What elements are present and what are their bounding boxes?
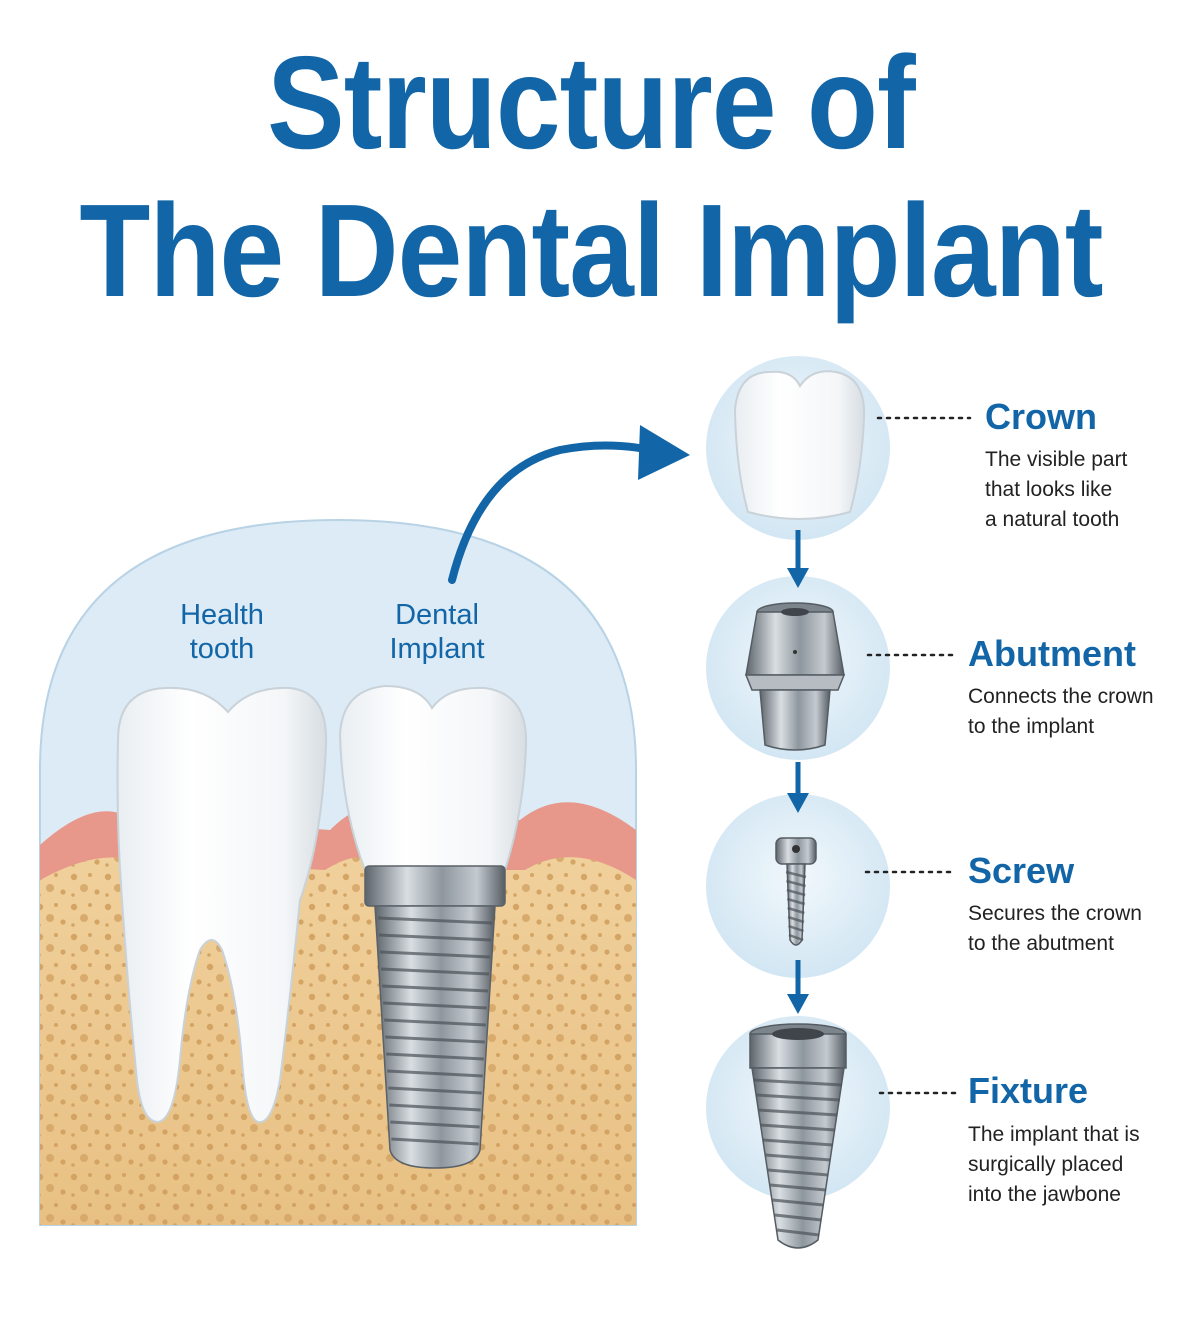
part-desc-line: surgically placed xyxy=(968,1153,1124,1176)
thread-line xyxy=(390,1120,480,1129)
thread-line xyxy=(378,933,492,942)
part-desc-crown: The visible part that looks like a natur… xyxy=(985,445,1182,535)
part-title-abutment: Abutment xyxy=(968,633,1136,674)
screw-icon xyxy=(775,837,817,946)
thread-line xyxy=(787,906,805,915)
thread-line xyxy=(770,1183,826,1192)
thread-line xyxy=(787,915,805,924)
part-desc-line: to the abutment xyxy=(968,932,1114,955)
thread-line xyxy=(776,1228,820,1237)
dental-implant-label-line-2: Implant xyxy=(389,633,485,665)
part-desc-line: The visible part xyxy=(985,448,1128,471)
thread-line xyxy=(382,984,488,993)
thread-line xyxy=(788,933,804,942)
page-title-line-1: Structure of xyxy=(267,29,916,176)
thread-line xyxy=(788,924,804,933)
thread-line xyxy=(786,879,806,888)
part-desc-line: Connects the crown xyxy=(968,685,1154,708)
thread-line xyxy=(385,1035,485,1044)
healthy-tooth-label: Health tooth xyxy=(122,598,322,666)
thread-line xyxy=(786,897,806,906)
thread-line xyxy=(387,1069,483,1078)
crown-icon xyxy=(733,370,866,520)
thread-line xyxy=(763,1138,833,1147)
healthy-tooth-label-line-2: tooth xyxy=(189,633,255,665)
thread-line xyxy=(786,888,806,897)
part-desc-line: into the jawbone xyxy=(968,1183,1121,1206)
thread-line xyxy=(774,1213,822,1222)
healthy-tooth xyxy=(116,686,328,1124)
part-desc-line: that looks like xyxy=(985,478,1113,501)
thread-line xyxy=(386,1052,484,1061)
flow-arrow-to-parts xyxy=(448,441,664,584)
thread-line xyxy=(760,1123,836,1132)
leader-lines xyxy=(864,416,972,1095)
thread-line xyxy=(758,1108,838,1117)
thread-line xyxy=(377,916,493,925)
implant-tooth xyxy=(338,684,528,1169)
healthy-tooth-label-line-1: Health xyxy=(180,599,264,631)
thread-line xyxy=(765,1153,831,1162)
part-desc-line: Secures the crown xyxy=(968,902,1142,925)
down-arrows xyxy=(787,530,809,1014)
thread-line xyxy=(756,1093,840,1102)
dental-implant-label: Dental Implant xyxy=(337,598,537,666)
thread-line xyxy=(767,1168,829,1177)
page-title-line-2: The Dental Implant xyxy=(79,177,1103,324)
thread-line xyxy=(383,1001,487,1010)
part-desc-fixture: The implant that is surgically placed in… xyxy=(968,1120,1178,1210)
thread-line xyxy=(753,1078,843,1087)
fixture-icon xyxy=(749,1023,847,1249)
thread-line xyxy=(381,967,489,976)
part-desc-screw: Secures the crown to the abutment xyxy=(968,899,1178,959)
thread-line xyxy=(772,1198,824,1207)
thread-line xyxy=(389,1103,481,1112)
thread-line xyxy=(785,870,807,879)
thread-line xyxy=(391,1137,479,1146)
part-title-fixture: Fixture xyxy=(968,1070,1089,1111)
part-desc-line: a natural tooth xyxy=(985,508,1120,531)
part-desc-line: to the implant xyxy=(968,715,1095,738)
part-desc-line: The implant that is xyxy=(968,1123,1140,1146)
thread-line xyxy=(379,950,491,959)
dental-implant-label-line-1: Dental xyxy=(395,599,479,631)
part-title-screw: Screw xyxy=(968,850,1075,891)
thread-line xyxy=(388,1086,482,1095)
thread-line xyxy=(384,1018,486,1027)
part-desc-abutment: Connects the crown to the implant xyxy=(968,682,1178,742)
abutment-icon xyxy=(744,602,846,751)
part-title-crown: Crown xyxy=(985,396,1097,437)
